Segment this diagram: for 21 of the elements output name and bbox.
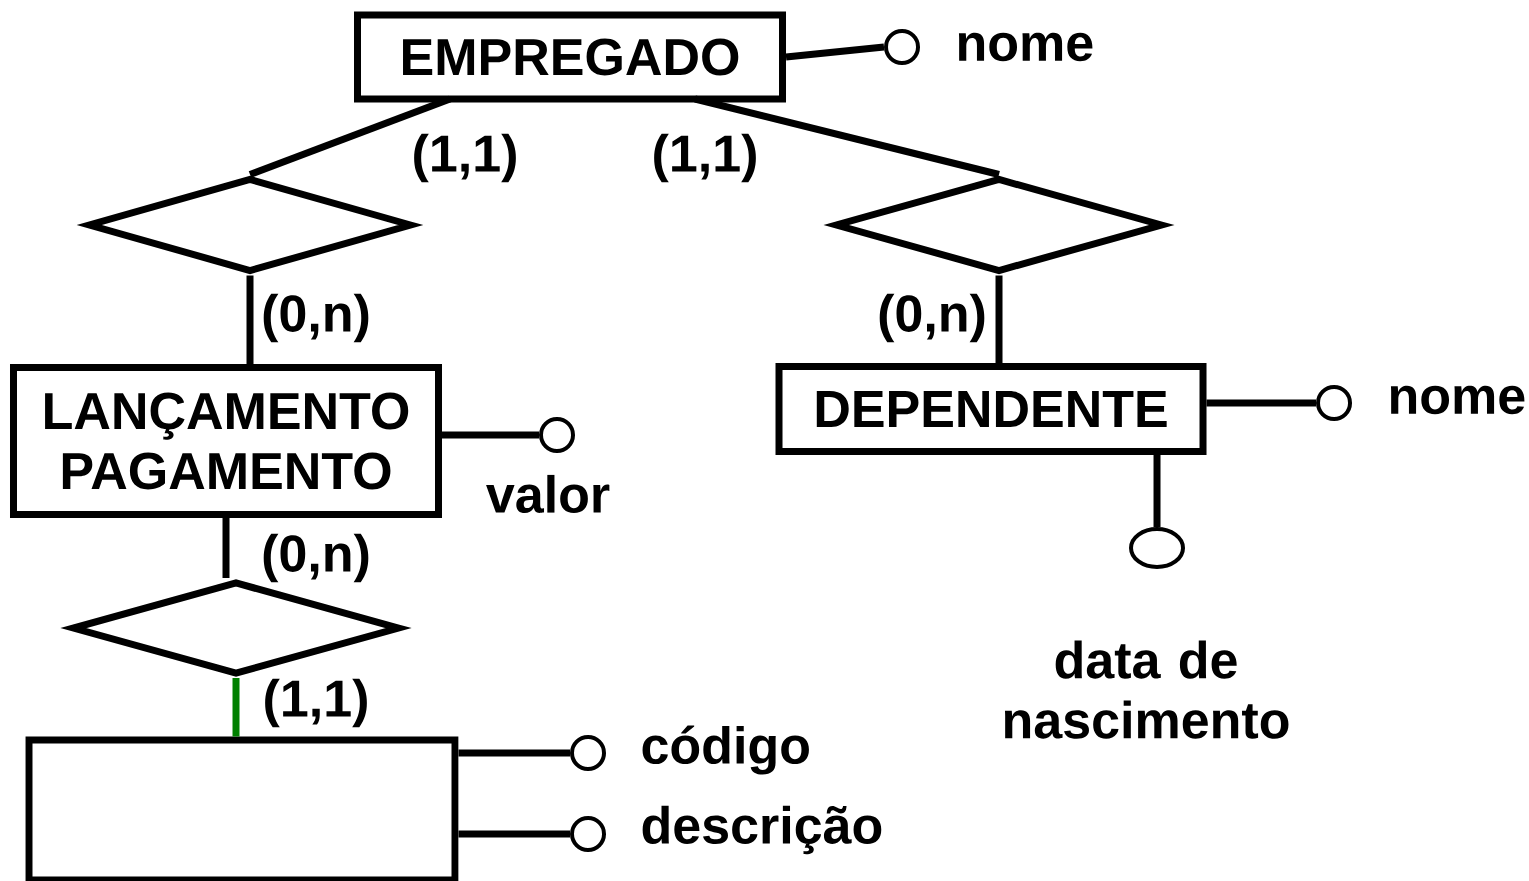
cardinality-label: (0,n): [263, 533, 369, 583]
attribute-label: data de nascimento: [1004, 640, 1289, 739]
cardinality-label: (1,1): [654, 133, 756, 183]
connector-line: [248, 95, 452, 178]
attribute-label: descrição: [642, 805, 882, 855]
attribute-label: nome: [1390, 385, 1525, 415]
entity-box: [25, 736, 459, 881]
attribute-label: valor: [486, 474, 610, 514]
connector-line: [694, 95, 1000, 178]
cardinality-label: (1,1): [414, 133, 516, 183]
connector-line: [785, 43, 885, 61]
cardinality-label: (1,1): [265, 678, 367, 728]
connector-line: [246, 275, 254, 364]
entity-box: EMPREGADO: [354, 11, 786, 103]
cardinality-label: (0,n): [263, 293, 369, 343]
entity-box: DEPENDENTE: [775, 363, 1207, 455]
cardinality-label: (0,n): [879, 293, 985, 343]
attribute-label: nome: [958, 32, 1093, 62]
entity-box: LANÇAMENTO PAGAMENTO: [10, 364, 442, 518]
connector-line: [995, 275, 1003, 363]
attribute-label: código: [642, 725, 809, 775]
